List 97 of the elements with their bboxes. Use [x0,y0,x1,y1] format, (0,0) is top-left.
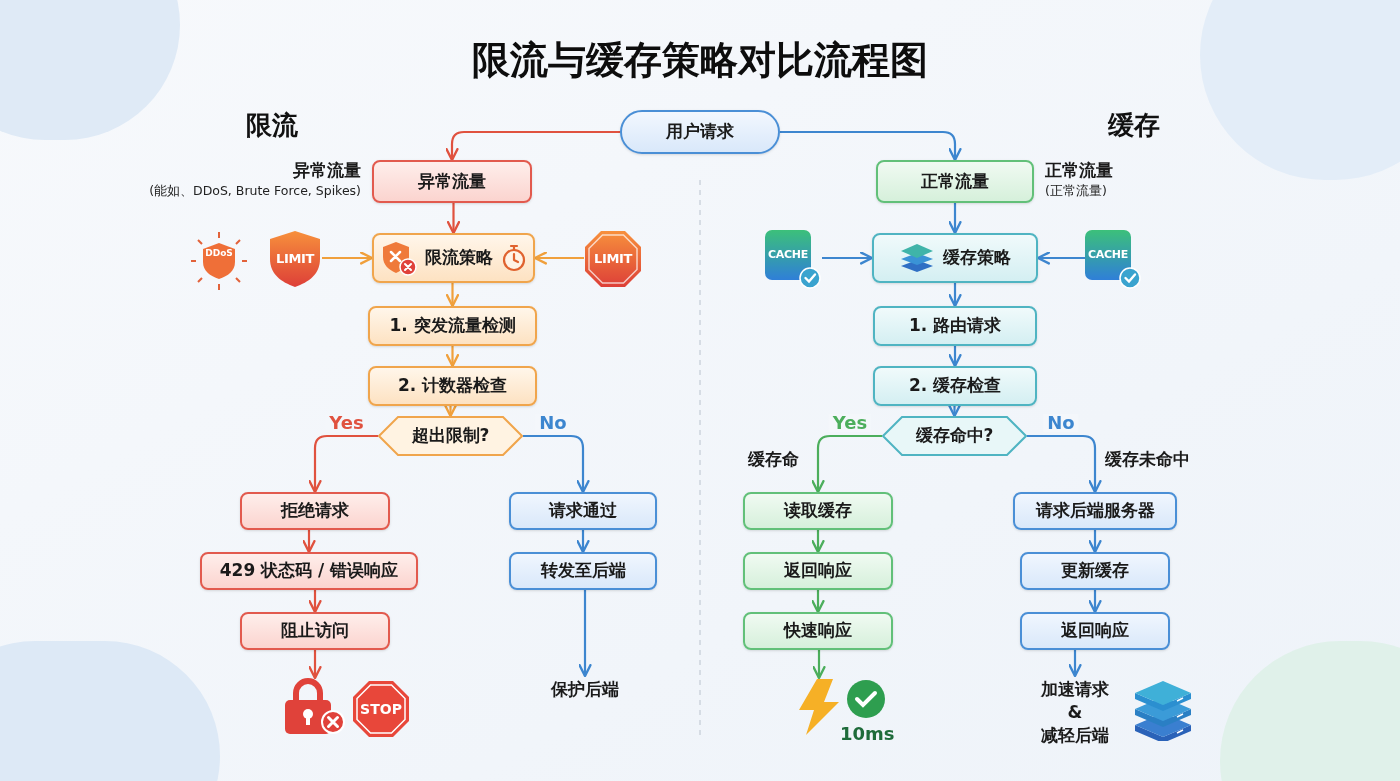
section-heading: 限流 [246,109,298,142]
cache-badge [1085,230,1142,290]
process-box [743,552,893,590]
process-box [509,492,657,530]
arrow [947,404,962,418]
arrow [446,203,461,235]
arrow [302,530,316,554]
process-box [1020,552,1170,590]
process-box [240,612,390,650]
node-text: 异常流量 [418,169,486,193]
icon-label: DDoS [205,247,233,261]
arrow [811,434,882,494]
arrow [811,530,825,554]
arrow [822,251,874,265]
arrow [308,434,378,494]
arrow [576,530,590,554]
side-note: 异常流量 [293,159,361,182]
arrow [445,130,620,162]
node-text: 1. 突发流量检测 [389,314,516,338]
node-text: 限流策略 [424,246,493,270]
diagram-title: 限流与缓存策略对比流程图 [472,37,928,84]
side-note: (正常流量) [1045,182,1107,200]
process-box [509,552,657,590]
limit-sign [584,230,642,288]
arrow [780,130,962,162]
node-text: 正常流量 [921,169,989,193]
decision-text: 超出限制? [411,424,490,448]
limit-shield [268,230,322,288]
arrow [1036,251,1085,265]
arrow [1027,434,1102,494]
decision-text: 缓存命中? [915,424,994,448]
badge-text: LIMIT [275,250,315,269]
arrow [322,251,374,265]
arrow [578,590,592,678]
node-text: 1. 路由请求 [908,314,1002,338]
node-text: 429 状态码 / 错误响应 [219,559,399,583]
node-text: 2. 计数器检查 [397,374,508,398]
start-pill [620,110,780,154]
node-text: 更新缓存 [1061,559,1129,583]
lock-icon [284,678,346,736]
process-box [873,366,1037,406]
node-text: 请求通过 [549,499,617,523]
arrow [948,203,962,235]
process-box [372,233,535,283]
node-text: 返回响应 [784,559,852,583]
arrow [1088,590,1102,614]
decision-hexagon [378,416,523,456]
sign-label: STOP [360,699,402,719]
arrow [445,346,460,368]
arrow [523,434,590,494]
node-text: 2. 缓存检查 [908,374,1002,398]
arrow [533,251,584,265]
outcome-text: 保护后端 [543,676,627,702]
process-box [368,306,537,346]
badge-text: CACHE [1088,246,1128,263]
arrow [445,283,460,308]
arrow [1088,530,1102,554]
process-box [372,160,532,203]
branch-note: 缓存命 [748,448,799,471]
side-note: (能如、DDoS, Brute Force, Spikes) [149,182,361,200]
node-text: 请求后端服务器 [1035,499,1155,523]
node-text: 读取缓存 [784,499,852,523]
section-heading: 缓存 [1108,109,1160,142]
side-note: 正常流量 [1045,159,1113,182]
arrow [948,283,962,308]
outcome-text: 加速请求 & 减轻后端 [1030,676,1120,748]
node-text: 阻止访问 [281,619,349,643]
process-box [743,492,893,530]
process-box [240,492,390,530]
process-box [200,552,418,590]
node-text: 快速响应 [784,619,852,643]
node-text: 拒绝请求 [281,499,349,523]
node-text: 返回响应 [1061,619,1129,643]
node-text: 缓存策略 [943,246,1011,270]
arrow [812,650,826,680]
badge-text: CACHE [768,246,808,263]
process-box [1013,492,1177,530]
process-box [743,612,893,650]
process-box [1020,612,1170,650]
lightning-icon [797,678,841,736]
arrow [811,590,825,614]
process-box [873,306,1037,346]
process-box [872,233,1038,283]
badge-text: LIMIT [593,250,633,269]
arrow [443,404,458,418]
process-box [876,160,1034,203]
arrow [308,650,322,680]
decision-hexagon [882,416,1027,456]
node-text: 转发至后端 [540,559,626,583]
arrow [948,346,962,368]
cache-badge [765,230,822,290]
arrow [1068,650,1082,678]
node-text: 用户请求 [666,120,734,144]
branch-note: 缓存未命中 [1105,448,1190,471]
arrow [308,590,322,614]
process-box [368,366,537,406]
latency-text: 10ms [840,722,895,746]
